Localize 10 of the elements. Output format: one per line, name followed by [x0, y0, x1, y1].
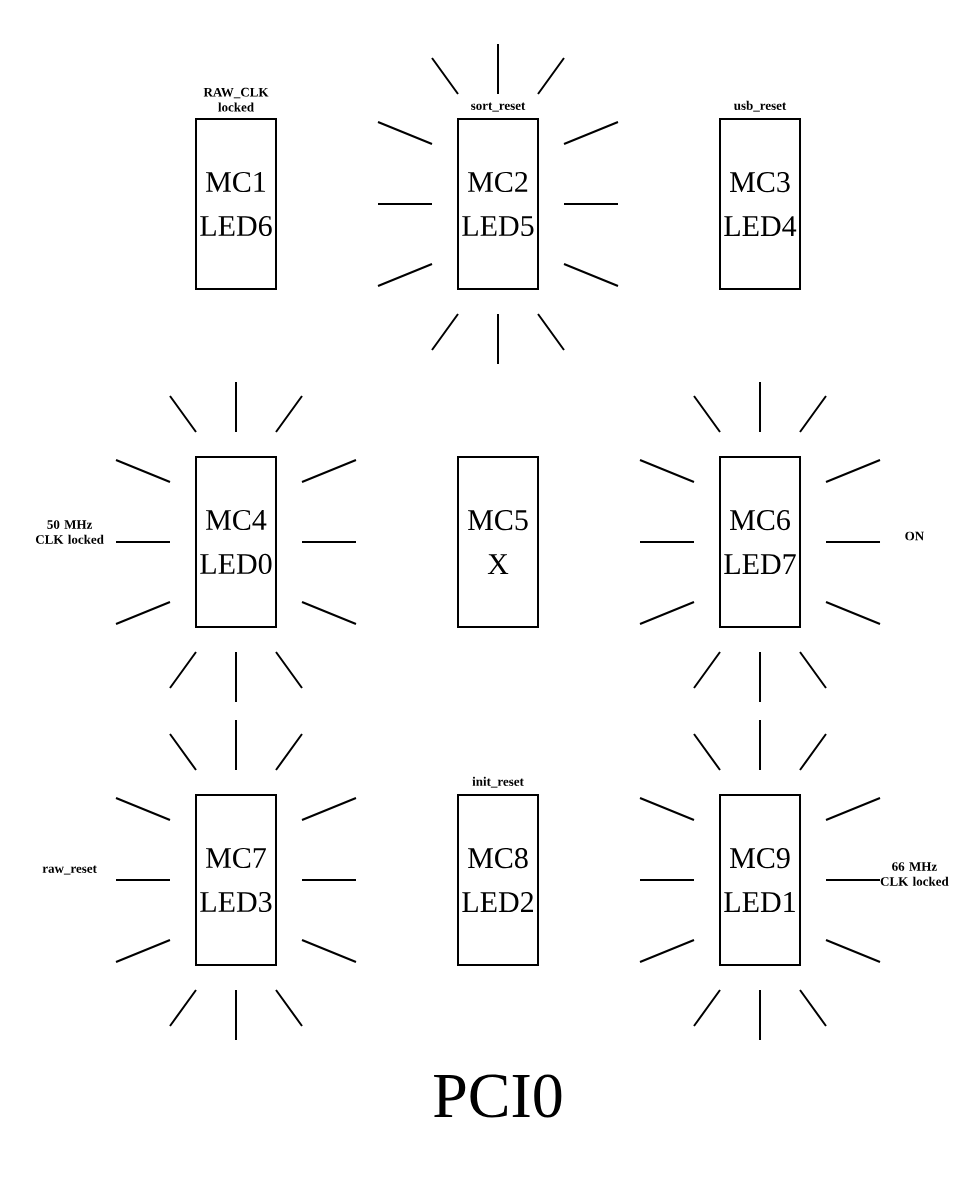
led-box: MC3 LED4: [719, 118, 801, 290]
led-box: MC6 LED7: [719, 456, 801, 628]
led-box: MC7 LED3: [195, 794, 277, 966]
title: PCI0: [434, 1074, 562, 1118]
led-box: MC4 LED0: [195, 456, 277, 628]
led-box: MC1 LED6: [195, 118, 277, 290]
led-box: MC5 X: [457, 456, 539, 628]
led-box: MC8 LED2: [457, 794, 539, 966]
led-box: MC9 LED1: [719, 794, 801, 966]
led-box: MC2 LED5: [457, 118, 539, 290]
